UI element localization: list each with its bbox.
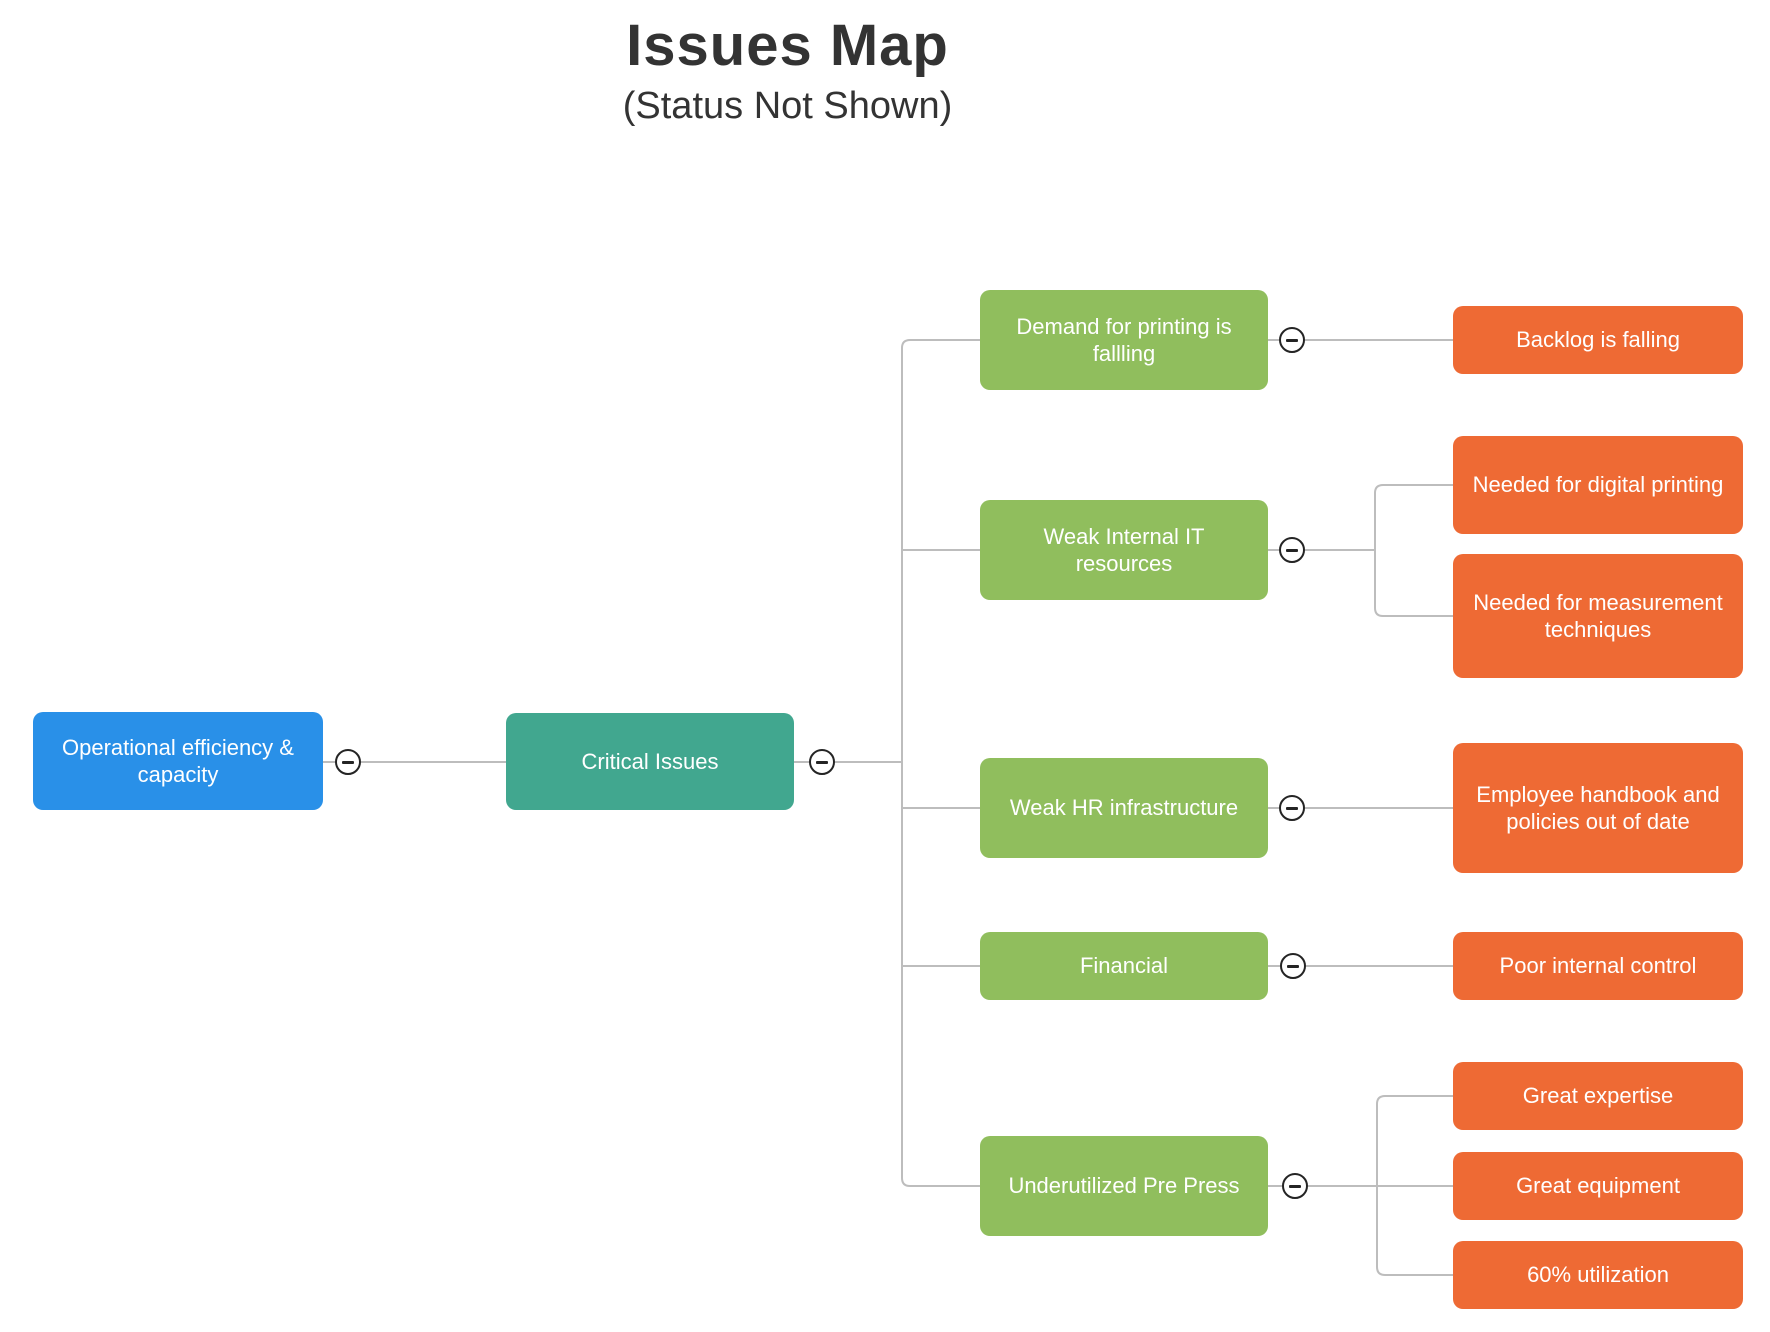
node-label: Employee handbook and policies out of da… — [1476, 781, 1720, 835]
node-demand-for-printing[interactable]: Demand for printing is fallling — [980, 290, 1268, 390]
minus-icon — [1286, 806, 1298, 810]
node-label: Backlog is falling — [1516, 327, 1680, 353]
minus-icon — [1286, 338, 1298, 342]
node-label: Financial — [1079, 953, 1169, 979]
node-backlog-is-falling[interactable]: Backlog is falling — [1453, 306, 1743, 374]
node-label: Underutilized Pre Press — [1008, 1173, 1240, 1199]
page-title: Issues Map — [626, 13, 949, 78]
node-poor-internal-control[interactable]: Poor internal control — [1453, 932, 1743, 1000]
collapse-toggle-financial-minus-icon[interactable] — [1280, 953, 1306, 979]
node-great-equipment[interactable]: Great equipment — [1453, 1152, 1743, 1220]
node-label: Weak Internal IT resources — [1043, 523, 1205, 577]
node-weak-internal-it[interactable]: Weak Internal IT resources — [980, 500, 1268, 600]
minus-icon — [1287, 964, 1299, 968]
node-label: Great expertise — [1522, 1083, 1674, 1109]
node-critical-issues[interactable]: Critical Issues — [506, 713, 794, 810]
node-60-percent-utilization[interactable]: 60% utilization — [1453, 1241, 1743, 1309]
collapse-toggle-critical-minus-icon[interactable] — [809, 749, 835, 775]
collapse-toggle-demand-minus-icon[interactable] — [1279, 327, 1305, 353]
node-label: Needed for measurement techniques — [1473, 589, 1723, 643]
connector-it-children-elbow — [1374, 484, 1453, 617]
node-label: Needed for digital printing — [1472, 472, 1724, 498]
node-label: Operational efficiency & capacity — [62, 734, 294, 788]
node-label: Great equipment — [1516, 1173, 1680, 1199]
root-node-operational-efficiency[interactable]: Operational efficiency & capacity — [33, 712, 323, 810]
page-subtitle: (Status Not Shown) — [622, 84, 953, 127]
collapse-toggle-prepress-minus-icon[interactable] — [1282, 1173, 1308, 1199]
minus-icon — [342, 760, 354, 764]
minus-icon — [1289, 1184, 1301, 1188]
node-financial[interactable]: Financial — [980, 932, 1268, 1000]
node-label: Poor internal control — [1499, 953, 1697, 979]
node-great-expertise[interactable]: Great expertise — [1453, 1062, 1743, 1130]
node-label: Demand for printing is fallling — [1016, 313, 1232, 367]
node-label: Critical Issues — [581, 748, 719, 774]
node-needed-for-digital-printing[interactable]: Needed for digital printing — [1453, 436, 1743, 534]
node-underutilized-pre-press[interactable]: Underutilized Pre Press — [980, 1136, 1268, 1236]
connector-trunk — [901, 339, 980, 1187]
node-label: Weak HR infrastructure — [1009, 795, 1239, 821]
minus-icon — [1286, 548, 1298, 552]
node-label: 60% utilization — [1527, 1262, 1669, 1288]
node-needed-for-measurement-techniques[interactable]: Needed for measurement techniques — [1453, 554, 1743, 678]
connector-prepress-children-elbow — [1376, 1095, 1453, 1276]
minus-icon — [816, 760, 828, 764]
collapse-toggle-root-minus-icon[interactable] — [335, 749, 361, 775]
node-employee-handbook-out-of-date[interactable]: Employee handbook and policies out of da… — [1453, 743, 1743, 873]
diagram-title-block: Issues Map (Status Not Shown) — [0, 14, 1575, 129]
collapse-toggle-it-minus-icon[interactable] — [1279, 537, 1305, 563]
node-weak-hr-infrastructure[interactable]: Weak HR infrastructure — [980, 758, 1268, 858]
collapse-toggle-hr-minus-icon[interactable] — [1279, 795, 1305, 821]
